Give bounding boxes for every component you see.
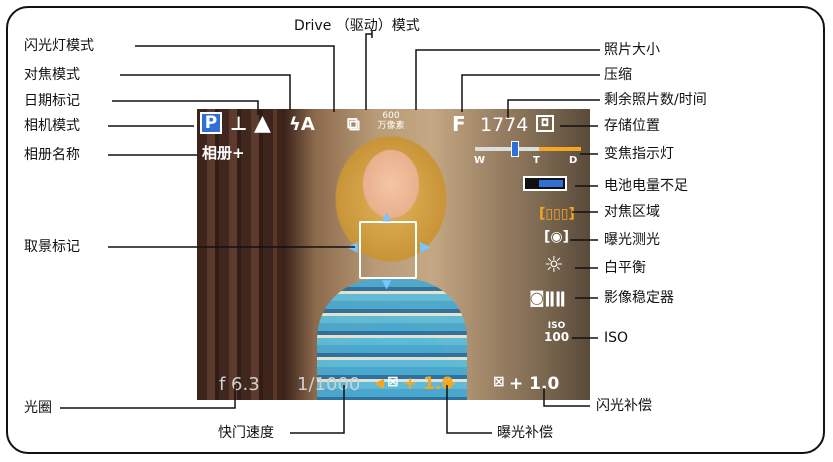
label-album-name: 相册名称 bbox=[24, 147, 80, 163]
picture-size-bottom: 万像素 bbox=[377, 121, 405, 131]
label-date-stamp: 日期标记 bbox=[24, 93, 80, 109]
zoom-marker bbox=[511, 141, 519, 157]
label-storage-location: 存储位置 bbox=[604, 118, 660, 134]
background-door bbox=[197, 109, 277, 400]
exposure-comp-right-arrow: ▶ bbox=[446, 376, 456, 391]
framing-arrow-up: ▲ bbox=[382, 209, 392, 223]
zoom-t-label: T bbox=[533, 155, 540, 166]
camera-mode-icon: P bbox=[200, 112, 222, 134]
focus-mode-icon: ▲ bbox=[254, 111, 271, 136]
compression-letter: F bbox=[452, 112, 466, 136]
label-low-battery: 电池电量不足 bbox=[604, 178, 688, 194]
label-white-balance: 白平衡 bbox=[604, 260, 646, 276]
white-balance-icon: ☼ bbox=[544, 253, 564, 278]
label-image-stabilizer: 影像稳定器 bbox=[604, 290, 674, 306]
label-exposure-comp: 曝光补偿 bbox=[497, 425, 553, 441]
pictures-remaining: 1774 bbox=[480, 114, 529, 136]
label-zoom-indicator: 变焦指示灯 bbox=[604, 146, 674, 162]
drive-mode-icon: ⧉ bbox=[347, 114, 360, 135]
image-stabilizer-icon: ◙ǁǁ bbox=[529, 288, 566, 307]
album-name: 相册+ bbox=[202, 144, 245, 162]
zoom-bar-digital bbox=[539, 147, 581, 151]
exposure-metering-icon: [◉] bbox=[544, 229, 570, 245]
label-exposure-metering: 曝光测光 bbox=[604, 232, 660, 248]
label-compression: 压缩 bbox=[604, 67, 632, 83]
exposure-comp-value: + 1.0 bbox=[403, 374, 454, 394]
framing-arrow-down: ▼ bbox=[382, 277, 392, 291]
exposure-comp-left-arrow: ◀ bbox=[374, 376, 384, 391]
aperture-value: f 6.3 bbox=[219, 374, 260, 395]
striped-shirt bbox=[317, 279, 467, 400]
picture-size-top: 600 bbox=[382, 111, 400, 121]
label-picture-size: 照片大小 bbox=[604, 42, 660, 58]
zoom-d-label: D bbox=[569, 155, 578, 166]
label-pictures-remaining: 剩余照片数/时间 bbox=[604, 92, 707, 108]
zoom-w-label: W bbox=[474, 155, 486, 166]
label-focus-zone: 对焦区域 bbox=[604, 204, 660, 220]
lcd-preview-photo: P ⊥ ▲ ϟA ⧉ 600 万像素 F 1774 ◘ 相册+ W T D [▯… bbox=[197, 109, 590, 400]
label-focus-mode: 对焦模式 bbox=[24, 67, 80, 83]
label-framing-marks: 取景标记 bbox=[24, 239, 80, 255]
label-drive-mode: Drive （驱动）模式 bbox=[294, 18, 420, 34]
focus-zone-icon: [▯▯▯] bbox=[539, 206, 575, 222]
battery-low-icon bbox=[523, 176, 567, 191]
zoom-bar bbox=[475, 147, 581, 151]
picture-size: 600 万像素 bbox=[371, 111, 411, 131]
camera-mode-letter: P bbox=[204, 113, 218, 133]
label-shutter-speed: 快门速度 bbox=[218, 425, 274, 441]
label-camera-mode: 相机模式 bbox=[24, 118, 80, 134]
flash-comp-value: + 1.0 bbox=[509, 374, 560, 394]
framing-arrow-right: ▶ bbox=[420, 239, 431, 255]
label-iso: ISO bbox=[604, 330, 629, 346]
iso-indicator: ISO 100 bbox=[544, 321, 569, 343]
diagram-frame bbox=[6, 6, 825, 454]
flash-comp-icon: ⊠ bbox=[493, 374, 505, 390]
iso-value: 100 bbox=[544, 330, 570, 344]
flash-mode-icon: ϟA bbox=[289, 114, 315, 135]
label-flash-mode: 闪光灯模式 bbox=[24, 38, 94, 54]
label-flash-comp: 闪光补偿 bbox=[596, 398, 652, 414]
date-stamp-icon: ⊥ bbox=[230, 113, 248, 135]
storage-location-icon: ◘ bbox=[536, 115, 554, 132]
exposure-comp-icon: ⊠ bbox=[387, 374, 399, 390]
label-aperture: 光圈 bbox=[24, 400, 52, 416]
framing-marks bbox=[359, 221, 417, 279]
iso-top-label: ISO bbox=[547, 321, 566, 331]
